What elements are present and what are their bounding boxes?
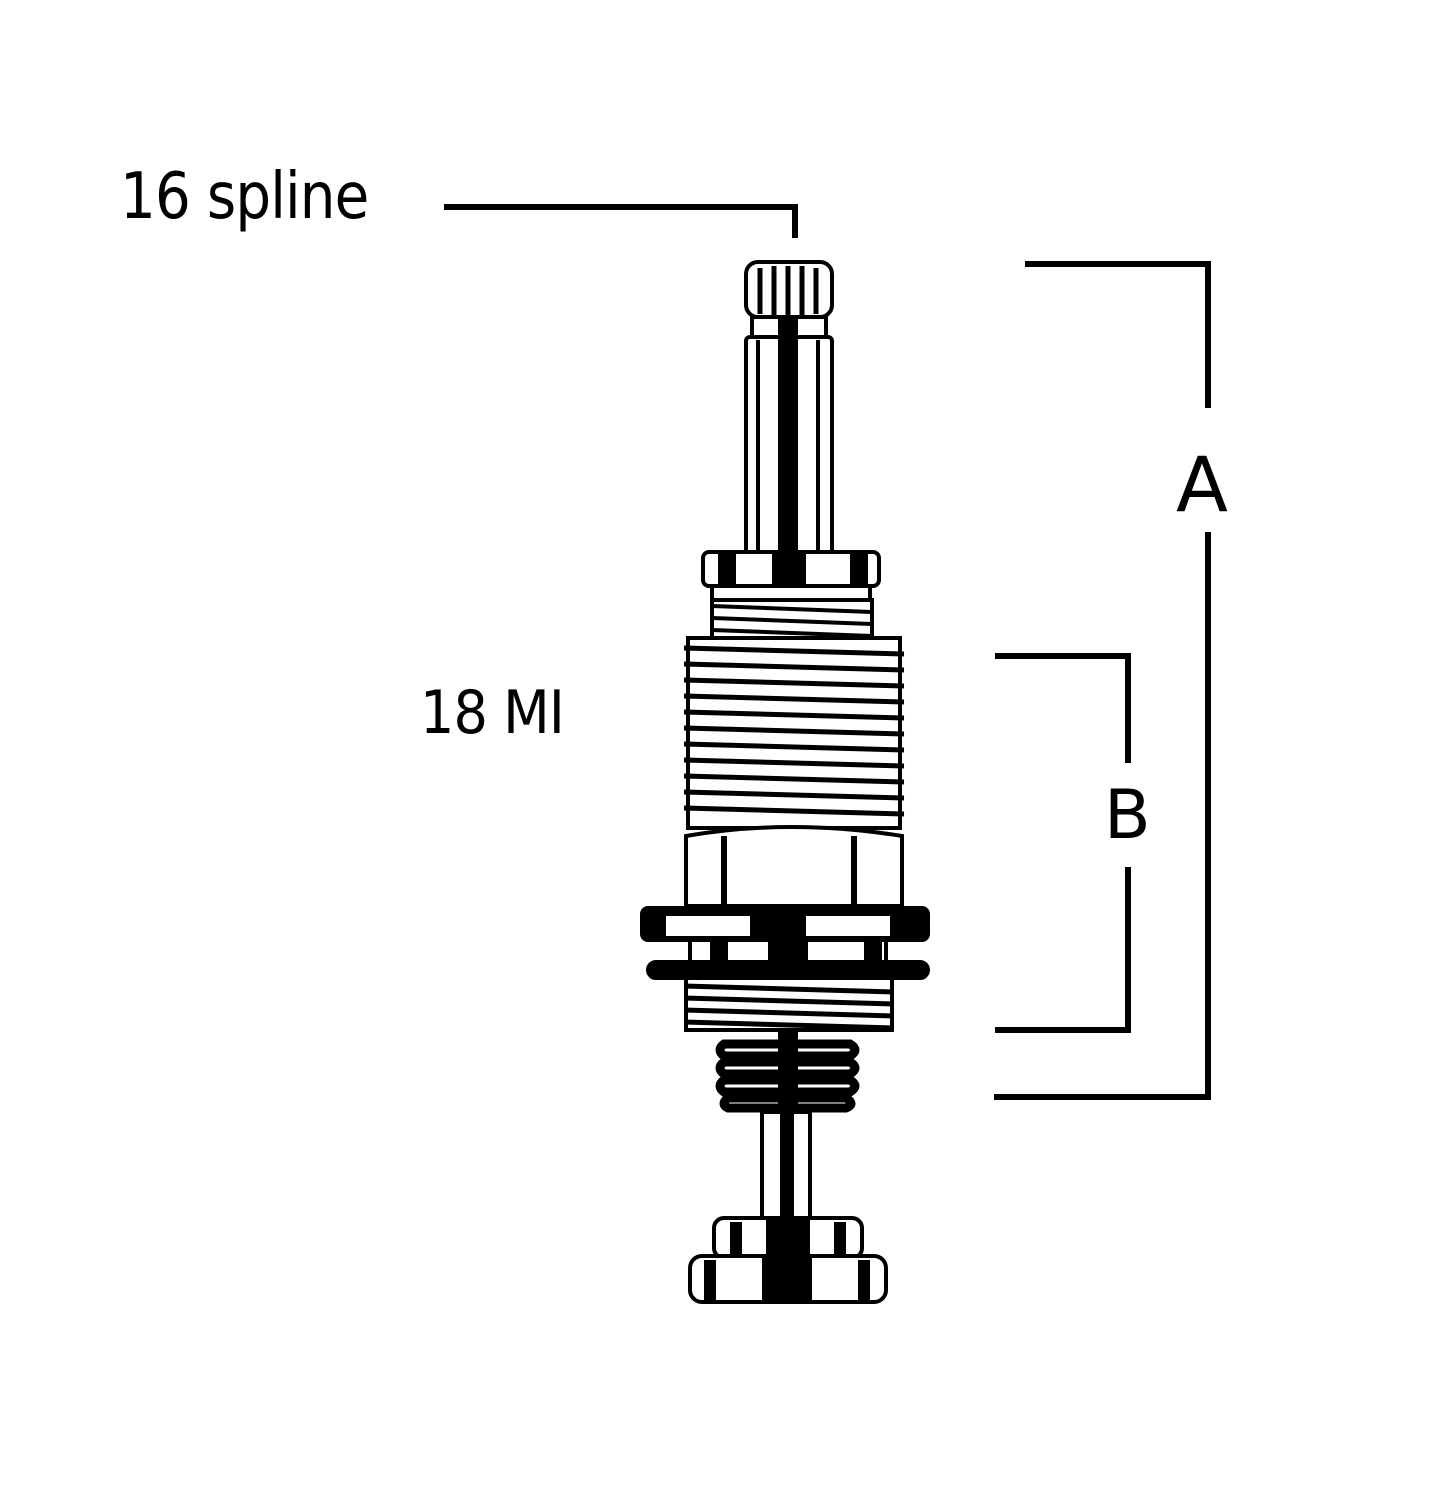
dimension-b-bracket-bottom <box>995 867 1131 1033</box>
spline-leader-line <box>444 204 798 238</box>
dimension-a-bracket-bottom <box>994 532 1211 1100</box>
spline-label: 16 spline <box>120 160 369 234</box>
dimension-a-label: A <box>1176 440 1228 529</box>
dimension-b-label: B <box>1104 776 1151 855</box>
dimension-b-bracket-top <box>995 653 1131 763</box>
dimension-a-bracket-top <box>1025 261 1211 408</box>
thread-label: 18 MI <box>420 678 565 748</box>
valve-stem <box>640 260 930 1304</box>
